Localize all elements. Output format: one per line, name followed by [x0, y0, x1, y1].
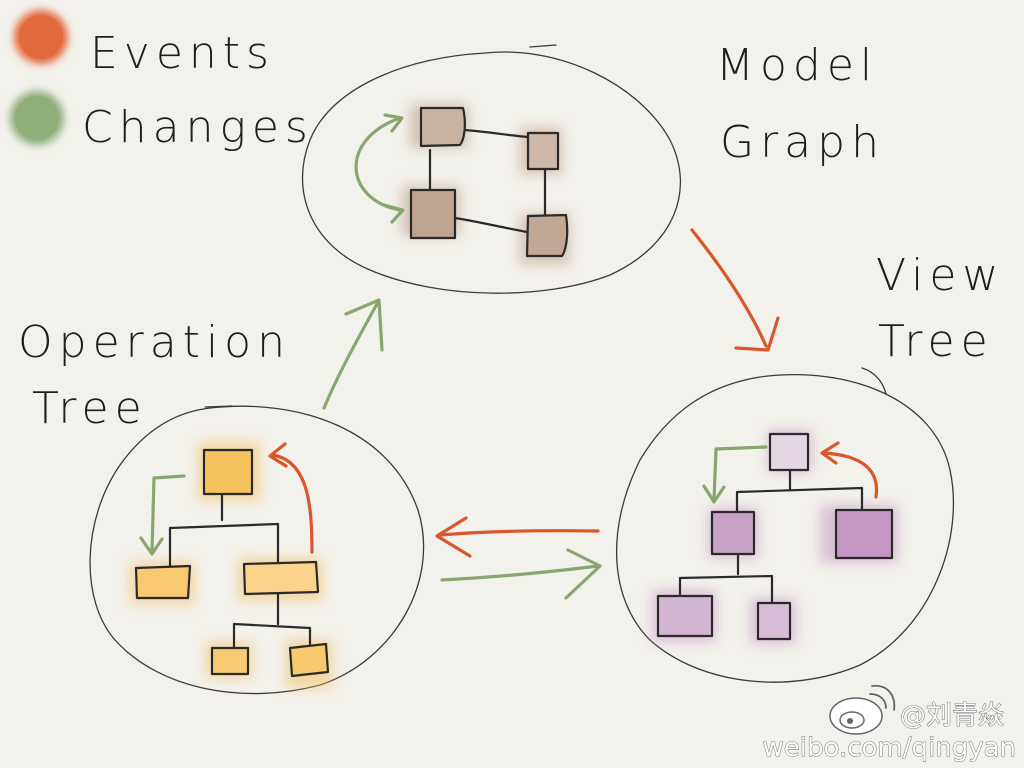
operation-label-line1: Operation [18, 317, 291, 368]
model-graph [302, 44, 682, 294]
operation-node-leaf-2 [288, 642, 330, 678]
weibo-logo-icon [829, 684, 896, 735]
model-node-1 [419, 106, 466, 148]
operation-to-view-change-arrow [440, 548, 602, 600]
model-label-line1: Model [716, 40, 878, 91]
model-node-3 [409, 188, 457, 240]
operation-node-left [134, 564, 192, 600]
view-tree [615, 367, 954, 683]
view-label-line2: Tree [878, 316, 994, 367]
operation-node-right [242, 560, 320, 596]
operation-event-arrow [268, 442, 314, 554]
view-tree-outline [615, 374, 954, 683]
legend-events-label: Events [90, 28, 275, 79]
view-node-leaf-1 [656, 594, 714, 638]
view-to-operation-event-arrow [435, 516, 600, 558]
operation-tree-outline [89, 405, 425, 695]
watermark-url: weibo.com/qingyan [763, 733, 1017, 763]
legend-changes-label: Changes [82, 102, 314, 153]
model-node-4 [525, 213, 569, 258]
operation-change-arrow [139, 474, 186, 556]
operation-node-root [202, 448, 254, 496]
operation-tree-label: Operation Tree [18, 317, 291, 434]
operation-to-model-change-arrow [322, 298, 384, 410]
model-graph-outline [302, 51, 682, 294]
view-node-left [710, 510, 756, 556]
view-tree-label: View Tree [876, 250, 1004, 367]
view-node-right [834, 508, 894, 560]
operation-label-line2: Tree [32, 383, 148, 434]
model-to-view-event-arrow [690, 228, 780, 352]
view-node-leaf-2 [756, 601, 792, 641]
view-label-line1: View [876, 250, 1004, 301]
operation-tree [89, 405, 425, 695]
watermark-handle: @刘青焱 [900, 701, 1004, 731]
model-change-arrow [354, 113, 405, 224]
model-node-2 [526, 131, 560, 171]
model-label-line2: Graph [720, 117, 885, 168]
operation-node-leaf-1 [210, 646, 250, 676]
view-event-arrow [820, 441, 879, 499]
view-node-root [768, 432, 810, 472]
watermark: @刘青焱 weibo.com/qingyan [762, 684, 1017, 763]
model-graph-label: Model Graph [716, 40, 885, 168]
view-change-arrow [702, 445, 768, 504]
legend: Events Changes [10, 10, 314, 153]
